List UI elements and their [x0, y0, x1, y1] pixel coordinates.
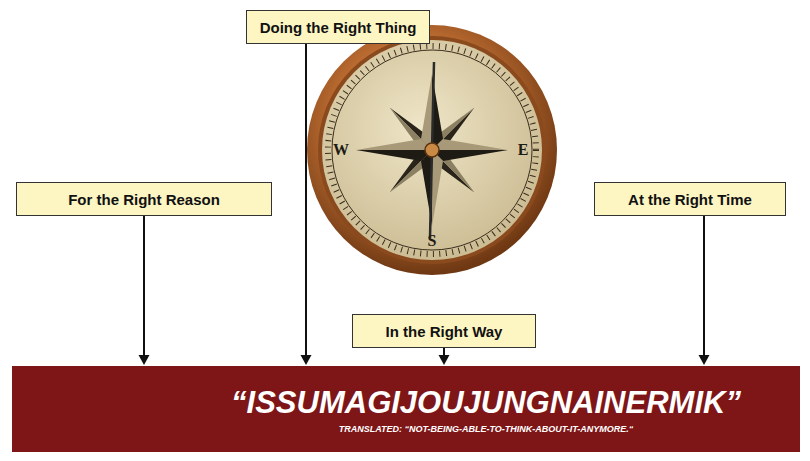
principle-box: For the Right Reason [16, 182, 272, 216]
compass-ticks [328, 46, 536, 254]
down-arrow [699, 216, 710, 365]
down-arrow [439, 348, 450, 365]
box-label: For the Right Reason [58, 191, 230, 208]
compass-rim-inner [318, 36, 546, 264]
principle-box: Doing the Right Thing [246, 10, 431, 44]
box-label: In the Right Way [376, 323, 513, 340]
banner-band: “ISSUMAGIJOUJUNGNAINERMIK” TRANSLATED: “N… [12, 366, 800, 452]
compass-rim [307, 25, 557, 275]
arrow-shaft [703, 216, 705, 357]
banner-translation: TRANSLATED: “NOT-BEING-ABLE-TO-THINK-ABO… [339, 424, 634, 434]
compass-ring [332, 50, 532, 250]
arrow-head [439, 355, 450, 365]
box-label: At the Right Time [618, 191, 762, 208]
compass-letter: W [333, 141, 349, 159]
box-label: Doing the Right Thing [250, 19, 427, 36]
arrow-shaft [443, 348, 445, 357]
arrow-head [301, 355, 312, 365]
compass-pivot [425, 143, 439, 157]
arrow-head [699, 355, 710, 365]
down-arrow [301, 44, 312, 365]
compass-letter: E [518, 141, 529, 159]
compass-face [322, 40, 542, 260]
principle-box: In the Right Way [352, 314, 536, 348]
arrow-shaft [305, 44, 307, 357]
compass-rose-diagonal [347, 65, 517, 235]
banner-title: “ISSUMAGIJOUJUNGNAINERMIK” [231, 385, 741, 421]
down-arrow [139, 216, 150, 365]
principle-box: At the Right Time [594, 182, 786, 216]
arrow-shaft [143, 216, 145, 357]
compass-letter: S [428, 232, 437, 250]
arrow-head [139, 355, 150, 365]
